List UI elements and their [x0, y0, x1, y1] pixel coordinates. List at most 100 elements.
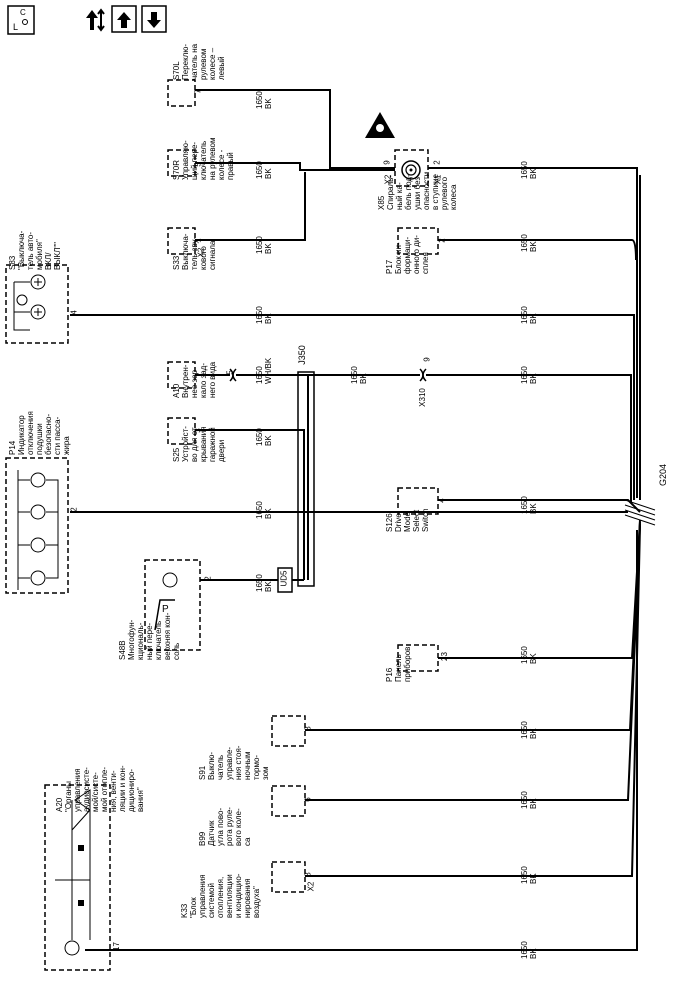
box-p16 — [397, 644, 439, 672]
pin-number: 4 — [437, 498, 447, 503]
pin-number: 4 — [69, 310, 79, 315]
arrow-down-icon[interactable] — [141, 5, 167, 33]
svg-text:C: C — [20, 8, 26, 17]
component-label-s48b: S48B Многофун- кциональ- ный пере- ключа… — [118, 612, 181, 660]
connector-label: 9 — [382, 160, 392, 165]
wire-p17 — [438, 239, 637, 261]
wire-s70l — [195, 89, 395, 169]
wire-a10 — [195, 374, 632, 502]
box-p14 — [5, 457, 69, 594]
box-s91 — [271, 715, 306, 747]
wire-label: 1650 BK — [520, 366, 538, 384]
box-s70r — [167, 149, 196, 177]
wire-label: 1650 BK — [255, 161, 273, 179]
component-label-p17: P17 Блок ин- формаци- онного ди- сплея — [385, 235, 430, 274]
wire-s70r — [195, 162, 395, 171]
component-label-s126: S126 Drive Mode Select Switch — [385, 508, 430, 532]
wire-s91 — [305, 521, 641, 731]
wire-label: 1650 BK — [520, 866, 538, 884]
inline-x310-label: X310 — [417, 388, 427, 407]
pin-number: 2 — [203, 576, 213, 581]
component-label-s91: S91 Выклю- чатель управле- ния стоя- ноч… — [198, 745, 270, 780]
wire-b99 — [305, 523, 641, 801]
ground-g204-icon — [624, 499, 656, 526]
box-s25 — [167, 417, 196, 445]
pin-number: 8 — [303, 872, 313, 877]
box-s70l — [167, 79, 196, 107]
pin-number: 3 — [193, 428, 203, 433]
wire-label: 1650 BK — [520, 791, 538, 809]
wire-s126 — [438, 499, 641, 513]
led-icon — [17, 470, 59, 590]
pin-number: 2 — [437, 238, 447, 243]
component-label-s70l: S70L Переклю- чатель на рулевом колесе –… — [172, 43, 226, 80]
svg-text:P: P — [162, 604, 169, 615]
box-a20 — [44, 784, 111, 971]
component-label-p16: P16 Панель приборов — [385, 646, 412, 682]
diagram-view-icon[interactable]: L C — [7, 5, 35, 35]
box-a10 — [167, 361, 196, 389]
wire-s83 — [70, 314, 635, 500]
wire-label: 1650 BK — [255, 501, 273, 519]
inline-x310-pin: 9 — [422, 357, 432, 362]
box-b99 — [271, 785, 306, 817]
wire-s33 — [195, 172, 306, 241]
wire-label: 1650 BK — [520, 941, 538, 959]
ground-label: G204 — [658, 463, 669, 487]
wire-label: 1650 BK — [255, 91, 273, 109]
connector-label: 2 — [432, 160, 442, 165]
component-label-b99: B99 Датчик угла пово- рота руле- вого ко… — [198, 807, 252, 846]
switch-icon — [55, 789, 91, 956]
splice-j350 — [297, 371, 315, 587]
component-label-a20: A20 "Органы управления аудиосисте- мой/с… — [55, 765, 145, 812]
component-label-p14: P14 Индикатор отключения подушки безопас… — [8, 411, 71, 455]
wire-label: 1650 BK — [520, 161, 538, 179]
switch-icon: P — [154, 572, 178, 631]
wire-label: 1650 BK — [255, 574, 273, 592]
wire-x85 — [428, 167, 638, 175]
box-s126 — [397, 487, 439, 515]
wire-label: 1650 BK — [255, 428, 273, 446]
pin-number: 1 — [193, 238, 203, 243]
wire-label: 1650 BK — [255, 306, 273, 324]
component-label-k33: K33 "Блок управления системой отопления,… — [180, 873, 261, 918]
airbag-warning-icon — [365, 112, 395, 138]
pin-number: 5 — [193, 162, 203, 167]
wire-a20 — [85, 948, 638, 951]
wire-label: 1650 BK — [520, 721, 538, 739]
component-label-s83: S83 "Выключа- тель авто- мобиля" ВКЛ/ ВЫ… — [8, 230, 62, 270]
connector-label: X2 — [306, 881, 316, 892]
led-icon — [13, 274, 46, 331]
pin-number: 7 — [193, 89, 203, 94]
wire-k33 — [305, 525, 641, 877]
pin-number: 5 — [225, 370, 235, 375]
wire-label: 1650 BK — [520, 496, 538, 514]
splice-label: J350 — [296, 345, 307, 365]
svg-text:L: L — [13, 22, 18, 32]
box-p17 — [397, 227, 439, 255]
connector-label: X1 — [433, 174, 443, 185]
power-button-icon — [16, 294, 28, 306]
connector-ud5-label: UD5 — [279, 570, 289, 587]
box-k33 — [271, 861, 306, 893]
component-label-a10: A10 Внутрен- нее зер- кало зад- него вид… — [172, 361, 217, 398]
signal-flow-icon[interactable] — [86, 8, 105, 32]
pin-number: 6 — [303, 797, 313, 802]
clockspring-icon — [394, 149, 429, 187]
connector-label: X2 — [383, 174, 393, 185]
wire-label: 1650 BK — [255, 236, 273, 254]
wire-p16 — [438, 519, 641, 659]
box-s48b — [144, 559, 201, 651]
box-s33 — [167, 227, 196, 255]
connector-label: X2 — [196, 247, 206, 258]
wire-label: 1650 WH/BK — [255, 357, 273, 384]
pin-number: 2 — [69, 507, 79, 512]
arrow-up-icon[interactable] — [111, 5, 137, 33]
inline-connector-a10-icon — [229, 368, 237, 382]
wire-label: 1650 BK — [520, 234, 538, 252]
inline-connector-x310-icon — [419, 368, 427, 382]
pin-number: 8 — [303, 726, 313, 731]
wire-label: 1650 BK — [520, 306, 538, 324]
pin-number: 23 — [439, 652, 449, 661]
